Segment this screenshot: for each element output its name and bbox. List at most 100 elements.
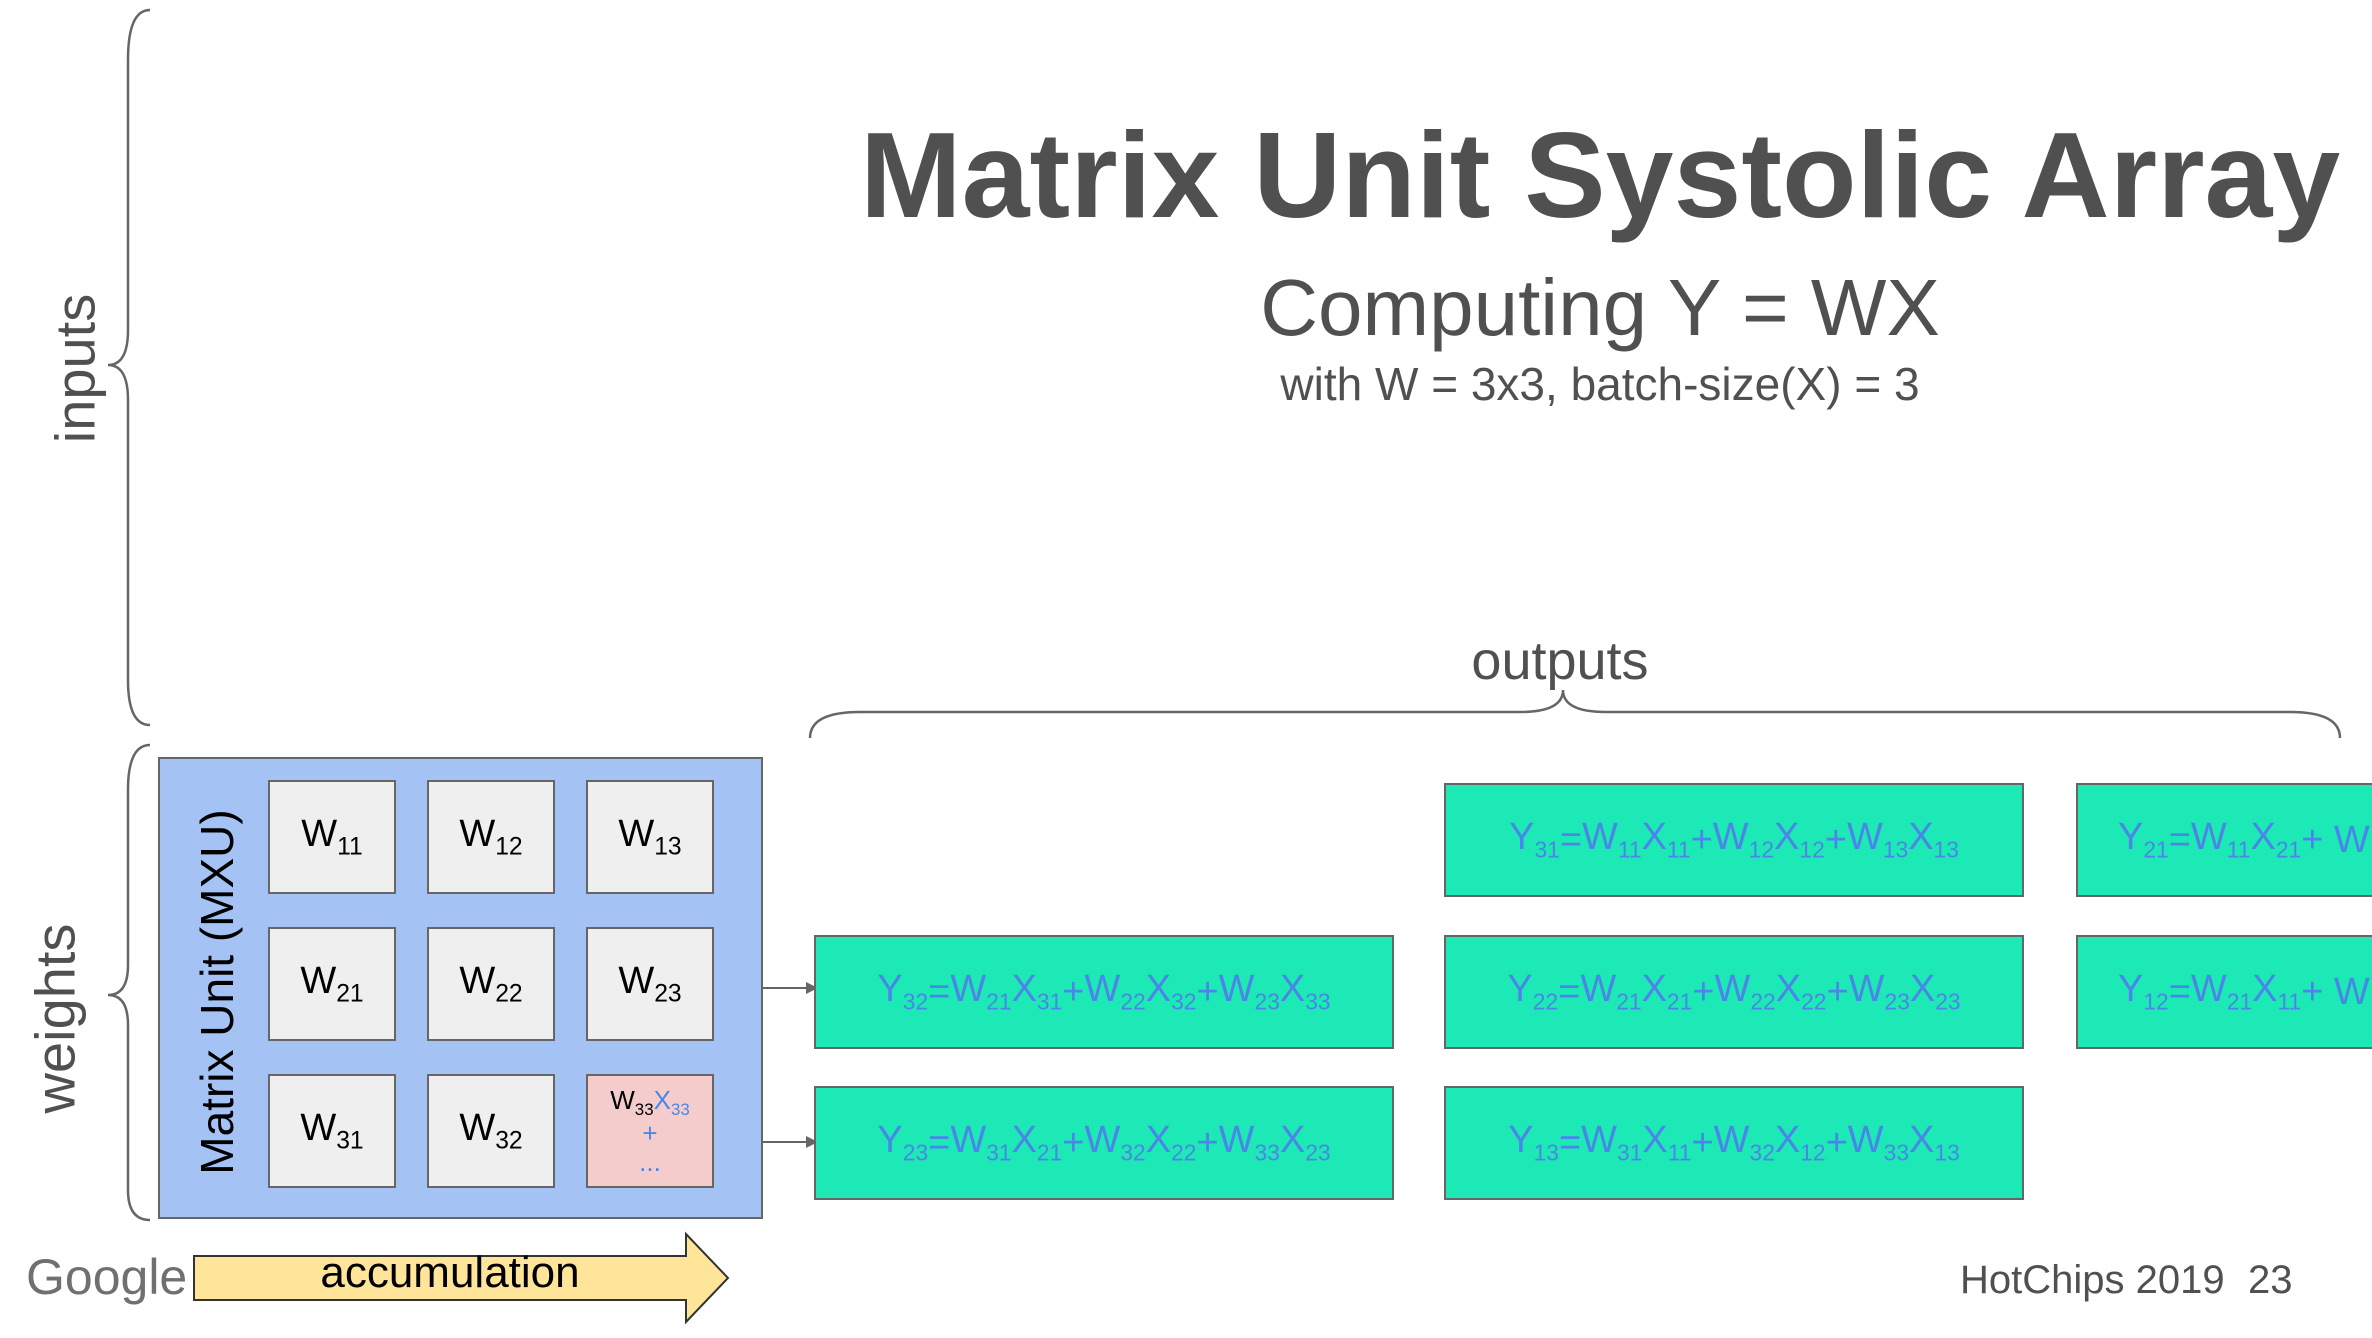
output-x-sub: 22 bbox=[1801, 988, 1827, 1015]
output-w: W11 bbox=[2190, 816, 2251, 863]
weight-label-sub: 11 bbox=[337, 833, 363, 861]
output-w: W33 bbox=[1847, 1119, 1910, 1166]
output-x-sub: 23 bbox=[1935, 988, 1961, 1015]
output-x: X12 bbox=[1774, 1119, 1826, 1166]
weight-label-sub: 32 bbox=[495, 1127, 523, 1155]
output-x-sub: 12 bbox=[1800, 1139, 1826, 1166]
weight-cell: W22 bbox=[427, 927, 555, 1041]
weight-cell: W12 bbox=[427, 780, 555, 894]
accumulation-arrow bbox=[193, 1231, 730, 1325]
google-logo: Google bbox=[26, 1249, 188, 1305]
output-w-sub: 33 bbox=[1254, 1139, 1280, 1166]
weight-label-sub: 12 bbox=[495, 833, 523, 861]
weight-cell: W11 bbox=[268, 780, 396, 894]
output-w-sub: 13 bbox=[1882, 836, 1909, 863]
weights-brace bbox=[107, 743, 151, 1222]
output-w-sub: 21 bbox=[2226, 988, 2253, 1015]
output-w: W21 bbox=[2190, 968, 2253, 1015]
output-w-sub: 22 bbox=[1750, 988, 1776, 1015]
active-plus: + bbox=[642, 1118, 658, 1149]
event-label: HotChips 2019 bbox=[1960, 1258, 2225, 1302]
active-input: X33 bbox=[653, 1084, 690, 1119]
output-x: X33 bbox=[1279, 968, 1331, 1015]
weight-label-sub: 21 bbox=[336, 980, 364, 1008]
output-w: W23 bbox=[1848, 968, 1910, 1015]
output-x: X21 bbox=[2250, 816, 2302, 863]
output-y: Y31 bbox=[1509, 816, 1560, 863]
output-w: W31 bbox=[1581, 1119, 1643, 1166]
output-y-sub: 12 bbox=[2143, 988, 2169, 1015]
output-y-sub: 22 bbox=[1532, 988, 1559, 1015]
output-w-sub: 21 bbox=[986, 988, 1012, 1015]
outputs-label: outputs bbox=[1471, 631, 1649, 691]
output-x: X11 bbox=[1641, 816, 1691, 863]
weight-label: W22 bbox=[459, 959, 523, 1008]
weight-cell: W13 bbox=[586, 780, 714, 894]
output-x-sub: 21 bbox=[2275, 836, 2302, 863]
subtitle: Computing Y = WX bbox=[1260, 263, 1940, 352]
output-y: Y21 bbox=[2118, 816, 2169, 863]
output-x-sub: 13 bbox=[1934, 1139, 1960, 1166]
output-x-sub: 21 bbox=[1666, 988, 1693, 1015]
output-w: W22 bbox=[1084, 968, 1146, 1015]
output-w-sub: 32 bbox=[1749, 1139, 1775, 1166]
active-weight-sub: 33 bbox=[634, 1099, 654, 1119]
weight-label: W11 bbox=[301, 812, 363, 861]
output-y-sub: 32 bbox=[902, 988, 929, 1015]
output-y: Y32 bbox=[877, 968, 929, 1015]
output-w: W12 bbox=[1712, 816, 1775, 863]
output-y: Y13 bbox=[1508, 1119, 1559, 1166]
output-y-sub: 31 bbox=[1534, 836, 1560, 863]
output-w: W23 bbox=[1218, 968, 1280, 1015]
inputs-label: inputs bbox=[43, 293, 107, 444]
output-x: X12 bbox=[1774, 816, 1825, 863]
output-w-sub: 31 bbox=[986, 1139, 1012, 1166]
output-x-sub: 22 bbox=[1171, 1139, 1197, 1166]
output-y-sub: 13 bbox=[1533, 1139, 1559, 1166]
output-y: Y12 bbox=[2118, 968, 2169, 1015]
output-w-sub: 31 bbox=[1617, 1139, 1643, 1166]
output-x: X31 bbox=[1011, 968, 1063, 1015]
inputs-brace bbox=[107, 8, 151, 727]
output-y: Y22 bbox=[1507, 968, 1559, 1015]
weight-label: W31 bbox=[300, 1106, 364, 1155]
output-w-sub: 22 bbox=[1120, 988, 1146, 1015]
weight-label-sub: 31 bbox=[336, 1127, 364, 1155]
subsubtitle: with W = 3x3, batch-size(X) = 3 bbox=[1280, 358, 1920, 410]
output-x: X22 bbox=[1145, 1119, 1197, 1166]
weight-label: W12 bbox=[459, 812, 523, 861]
outputs-brace bbox=[808, 689, 2342, 739]
output-w-sub: 21 bbox=[1616, 988, 1642, 1015]
arrow-row3-head bbox=[806, 1136, 818, 1148]
weight-label: W13 bbox=[618, 812, 682, 861]
output-w-sub: 12 bbox=[1748, 836, 1775, 863]
output-x-sub: 32 bbox=[1171, 988, 1197, 1015]
output-x-sub: 13 bbox=[1933, 836, 1959, 863]
page-title: Matrix Unit Systolic Array bbox=[860, 107, 2341, 243]
page-number: 23 bbox=[2248, 1258, 2293, 1302]
output-w: W21 bbox=[950, 968, 1012, 1015]
active-input-sub: 33 bbox=[670, 1099, 690, 1119]
weight-label-sub: 22 bbox=[495, 980, 523, 1008]
weight-label: W21 bbox=[300, 959, 364, 1008]
output-w: W22 bbox=[1714, 968, 1776, 1015]
output-w: W21 bbox=[1580, 968, 1642, 1015]
output-x: X11 bbox=[2252, 968, 2302, 1015]
output-w: W13 bbox=[1846, 816, 1909, 863]
output-w: W11 bbox=[1582, 816, 1642, 863]
output-x-sub: 11 bbox=[1666, 836, 1691, 863]
accumulation-label: accumulation bbox=[320, 1248, 580, 1297]
mxu-label: Matrix Unit (MXU) bbox=[191, 809, 243, 1175]
output-y-sub: 23 bbox=[902, 1139, 929, 1166]
weight-cell: W23 bbox=[586, 927, 714, 1041]
active-dots: ... bbox=[639, 1146, 661, 1177]
weight-label-sub: 13 bbox=[654, 833, 682, 861]
output-w-sub: 11 bbox=[2226, 836, 2251, 863]
